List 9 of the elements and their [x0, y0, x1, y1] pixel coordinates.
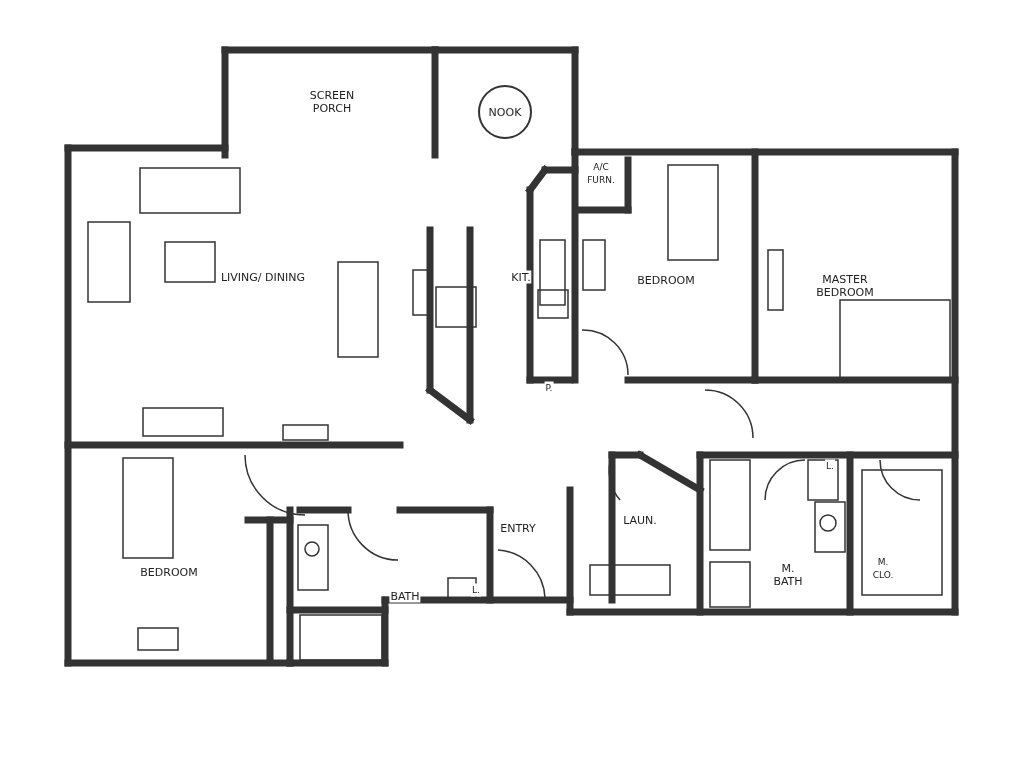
room-label: NOOK	[487, 105, 523, 119]
room-label: LAUN.	[622, 513, 658, 527]
room-label: L.	[471, 583, 481, 597]
room-label: BEDROOM	[636, 273, 696, 287]
room-label: BEDROOM	[139, 565, 199, 579]
room-label: BATH	[389, 589, 421, 603]
room-label: ENTRY	[499, 521, 537, 535]
room-label: LIVING/ DINING	[220, 270, 306, 284]
room-label: KIT.	[510, 270, 532, 284]
